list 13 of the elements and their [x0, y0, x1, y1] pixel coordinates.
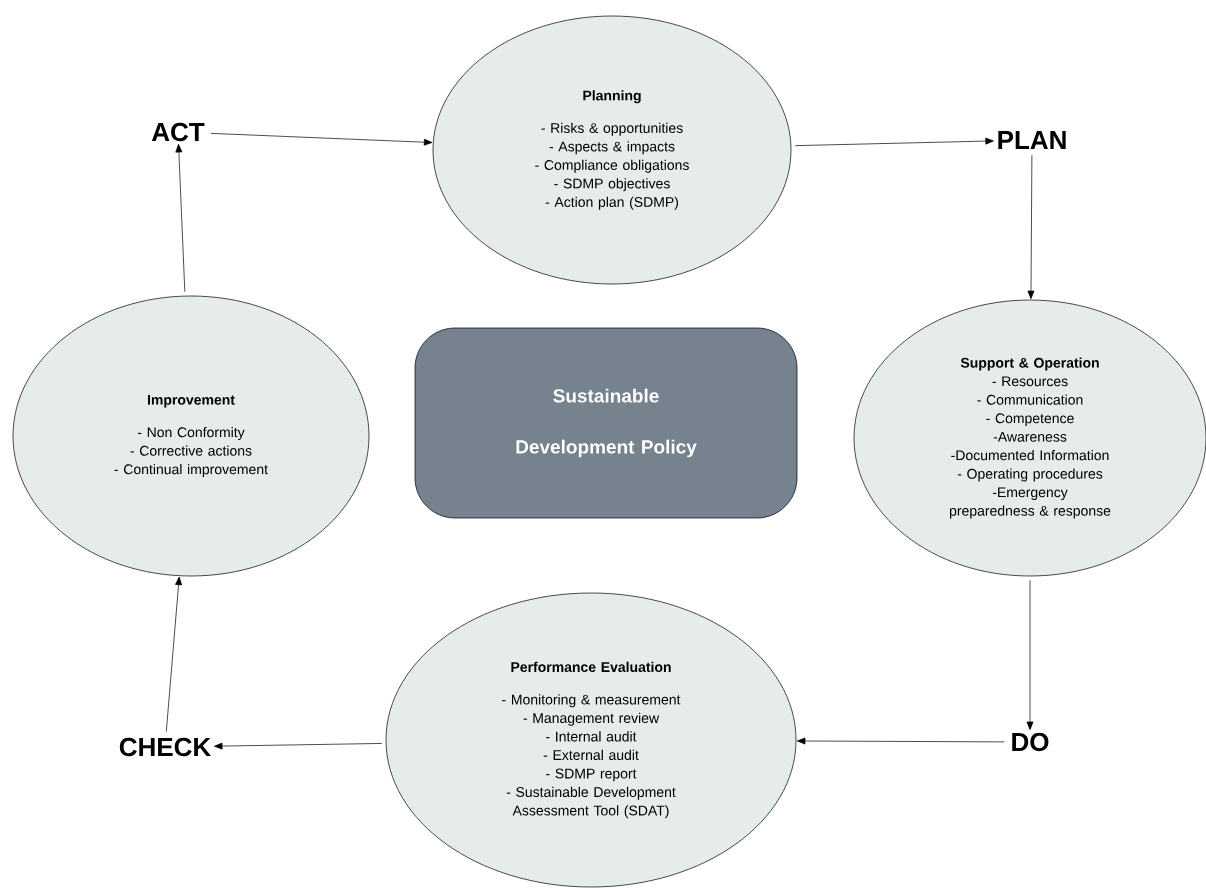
arrow [175, 144, 186, 293]
stage-label: DO [1012, 732, 1049, 752]
stage-label: ACT [151, 122, 205, 142]
arrow [1026, 580, 1034, 730]
policy-box: Sustainable Development Policy [414, 327, 798, 519]
stage-label: CHECK [119, 737, 211, 757]
arrow [796, 737, 1005, 745]
arrow [794, 137, 994, 146]
stage-label: PLAN [998, 131, 1066, 149]
arrow [1027, 154, 1035, 300]
arrow [165, 576, 182, 732]
arrow [210, 133, 433, 146]
arrow [214, 742, 383, 750]
